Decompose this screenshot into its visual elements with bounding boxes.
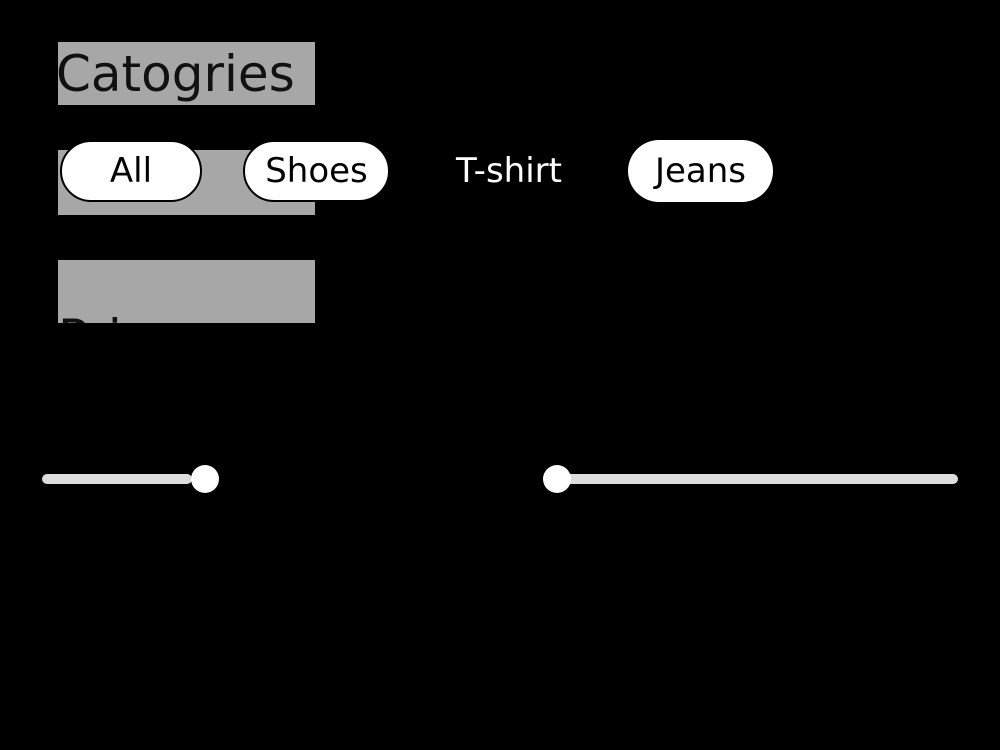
price-slider-min-thumb[interactable]	[191, 465, 219, 493]
chip-jeans[interactable]: Jeans	[628, 140, 773, 202]
chip-all-label: All	[109, 151, 153, 191]
price-slider-min-track[interactable]	[42, 474, 192, 484]
price-range-title-text: Price range	[58, 308, 315, 323]
price-slider-max-thumb[interactable]	[543, 465, 571, 493]
chip-tshirt-label: T-shirt	[456, 151, 562, 191]
chip-jeans-label: Jeans	[654, 151, 747, 191]
chip-shoes-label: Shoes	[265, 151, 368, 191]
chip-shoes[interactable]: Shoes	[243, 140, 390, 202]
categories-title: Catogries	[58, 42, 315, 105]
chip-tshirt[interactable]: T-shirt	[430, 140, 588, 202]
price-slider-max-track[interactable]	[545, 474, 958, 484]
categories-title-text: Catogries	[58, 45, 295, 103]
price-range-title: Price range	[58, 260, 315, 323]
chip-all[interactable]: All	[60, 140, 202, 202]
